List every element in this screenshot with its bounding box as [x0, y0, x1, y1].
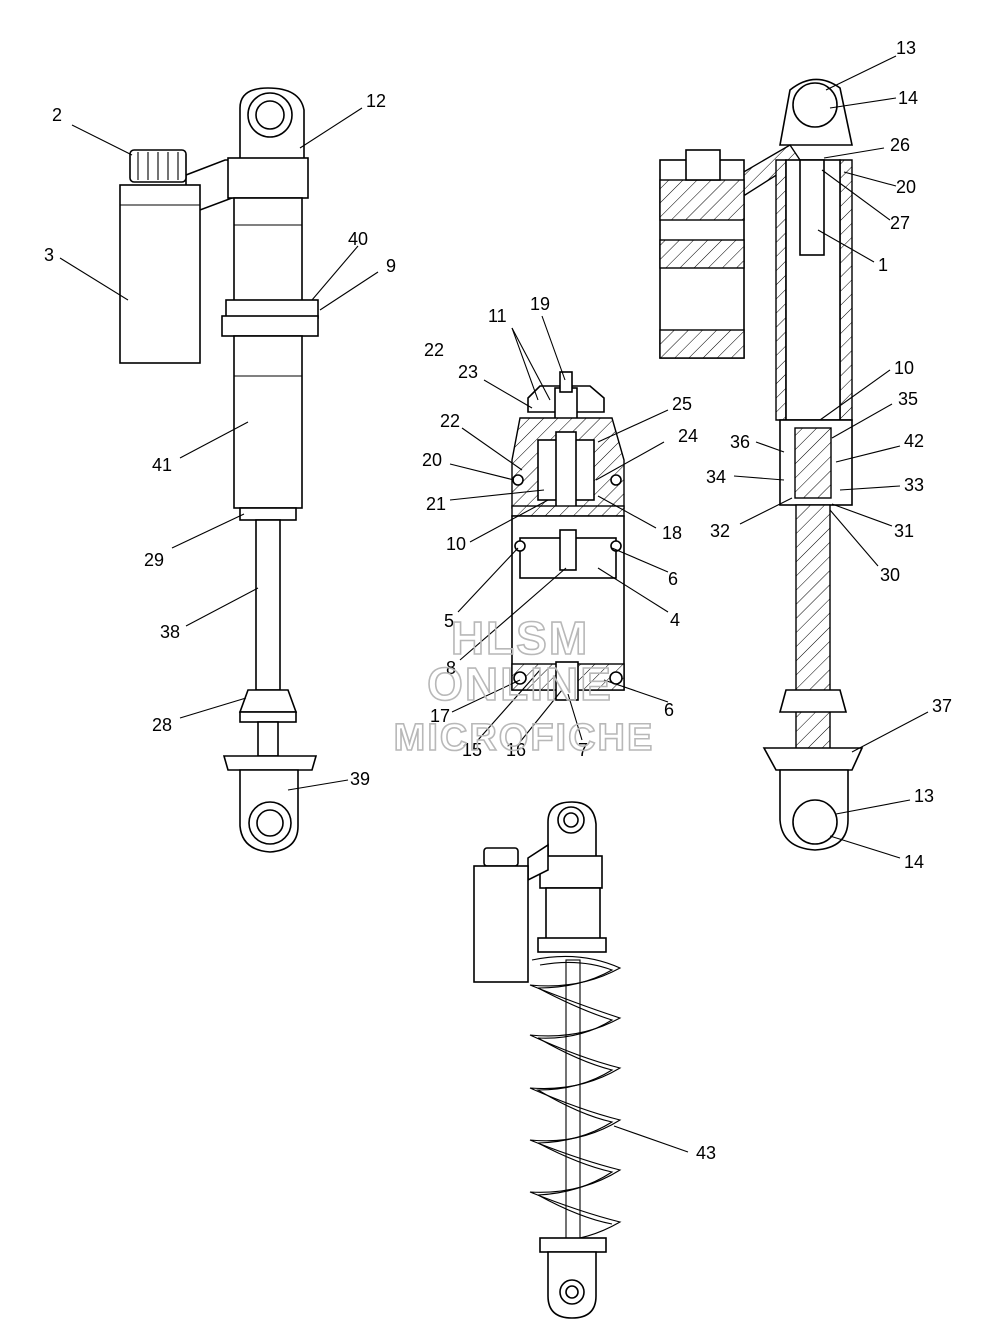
callout-21: 21	[426, 494, 446, 514]
callout-34: 34	[706, 467, 726, 487]
callout-23: 23	[458, 362, 478, 382]
watermark-line-1: HLSM	[451, 612, 589, 664]
callout-31: 31	[894, 521, 914, 541]
callout-6-lower: 6	[664, 700, 674, 720]
watermark-line-3: MICROFICHE	[394, 717, 655, 759]
callout-7: 7	[578, 740, 588, 760]
callout-18: 18	[662, 523, 682, 543]
watermark: HLSM ONLINE MICROFICHE	[393, 611, 655, 760]
callout-1: 1	[878, 255, 888, 275]
callout-22-mid: 22	[440, 411, 460, 431]
callout-30: 30	[880, 565, 900, 585]
callout-36: 36	[730, 432, 750, 452]
leader-lines	[59, 55, 929, 1153]
callout-9: 9	[386, 256, 396, 276]
callout-40: 40	[348, 229, 368, 249]
callout-20-right: 20	[896, 177, 916, 197]
callout-10-center: 10	[446, 534, 466, 554]
callout-42: 42	[904, 431, 924, 451]
left-shock-assembly	[119, 87, 319, 853]
callout-26: 26	[890, 135, 910, 155]
callout-37: 37	[932, 696, 952, 716]
callout-19: 19	[530, 294, 550, 314]
callout-14-bottom: 14	[904, 852, 924, 872]
callout-22-top: 22	[424, 340, 444, 360]
callout-13-top: 13	[896, 38, 916, 58]
callout-27: 27	[890, 213, 910, 233]
callout-38: 38	[160, 622, 180, 642]
assembled-shock-with-spring	[473, 801, 622, 1319]
callout-13-bottom: 13	[914, 786, 934, 806]
reservoir-section-assembly	[511, 371, 625, 701]
callout-16: 16	[506, 740, 526, 760]
callout-24: 24	[678, 426, 698, 446]
callout-12: 12	[366, 91, 386, 111]
callout-32: 32	[710, 521, 730, 541]
callout-39: 39	[350, 769, 370, 789]
callout-5: 5	[444, 611, 454, 631]
callout-3: 3	[44, 245, 54, 265]
watermark-line-2: ONLINE	[427, 658, 613, 710]
callout-28: 28	[152, 715, 172, 735]
callout-8: 8	[446, 658, 456, 678]
callout-35: 35	[898, 389, 918, 409]
callout-2: 2	[52, 105, 62, 125]
callout-43: 43	[696, 1143, 716, 1163]
callout-41: 41	[152, 455, 172, 475]
callout-15: 15	[462, 740, 482, 760]
callout-29: 29	[144, 550, 164, 570]
callout-25: 25	[672, 394, 692, 414]
callout-17: 17	[430, 706, 450, 726]
callout-11: 11	[488, 306, 507, 326]
callout-6-upper: 6	[668, 569, 678, 589]
callout-10-right: 10	[894, 358, 914, 378]
callout-20-center: 20	[422, 450, 442, 470]
callout-labels: 2 3 12 40 9 41 29 38 28 39 11 19 22 23 2…	[44, 38, 952, 1163]
right-shock-section-assembly	[659, 78, 864, 851]
callout-4: 4	[670, 610, 680, 630]
callout-33: 33	[904, 475, 924, 495]
callout-14-top: 14	[898, 88, 918, 108]
